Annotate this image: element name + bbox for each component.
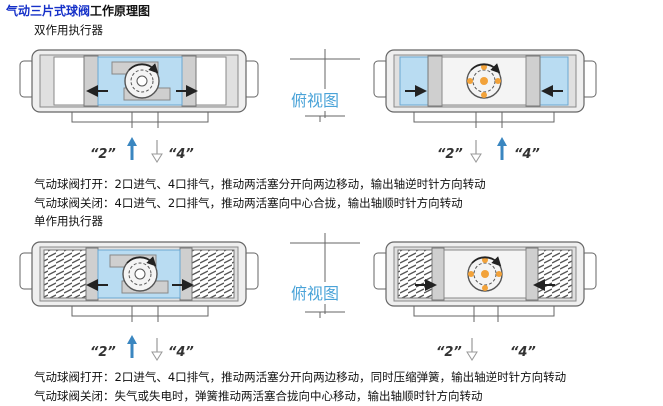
double-open-description: 气动球阀打开：2口进气、4口排气，推动两活塞分开向两边移动，输出轴逆时针方向转动 bbox=[34, 177, 486, 191]
port-2-label-c: “2” bbox=[90, 345, 116, 360]
top-view-marker-2 bbox=[283, 233, 363, 318]
port-2-label-d: “2” bbox=[436, 345, 462, 360]
port-2-label-a: “2” bbox=[90, 147, 116, 162]
section-double-acting-heading: 双作用执行器 bbox=[34, 23, 103, 37]
top-view-marker-1 bbox=[283, 49, 363, 122]
double-close-description: 气动球阀关闭：4口进气、2口排气，推动两活塞向中心合拢，输出轴顺时针方向转动 bbox=[34, 196, 463, 210]
top-view-label-2: 俯视图 bbox=[291, 284, 339, 303]
double-acting-close-actuator bbox=[373, 49, 597, 163]
section-single-acting-heading: 单作用执行器 bbox=[34, 214, 103, 228]
page-title: 气动三片式球阀工作原理图 bbox=[6, 2, 150, 19]
double-acting-open-actuator bbox=[19, 49, 259, 163]
single-acting-close-actuator bbox=[373, 241, 597, 361]
port-4-label-d: “4” bbox=[510, 345, 536, 360]
single-open-description: 气动球阀打开：2口进气、4口排气，推动两活塞分开向两边移动，同时压缩弹簧，输出轴… bbox=[34, 370, 567, 384]
port-4-label-a: “4” bbox=[168, 147, 194, 162]
port-4-label-b: “4” bbox=[514, 147, 540, 162]
title-rest: 工作原理图 bbox=[90, 4, 151, 18]
port-2-label-b: “2” bbox=[437, 147, 463, 162]
port-4-label-c: “4” bbox=[168, 345, 194, 360]
title-highlight: 气动三片式球阀 bbox=[6, 4, 91, 18]
top-view-label-1: 俯视图 bbox=[291, 91, 339, 110]
single-acting-open-actuator bbox=[19, 241, 259, 361]
single-close-description: 气动球阀关闭：失气或失电时，弹簧推动两活塞合拢向中心移动，输出轴顺时针方向转动 bbox=[34, 389, 483, 403]
